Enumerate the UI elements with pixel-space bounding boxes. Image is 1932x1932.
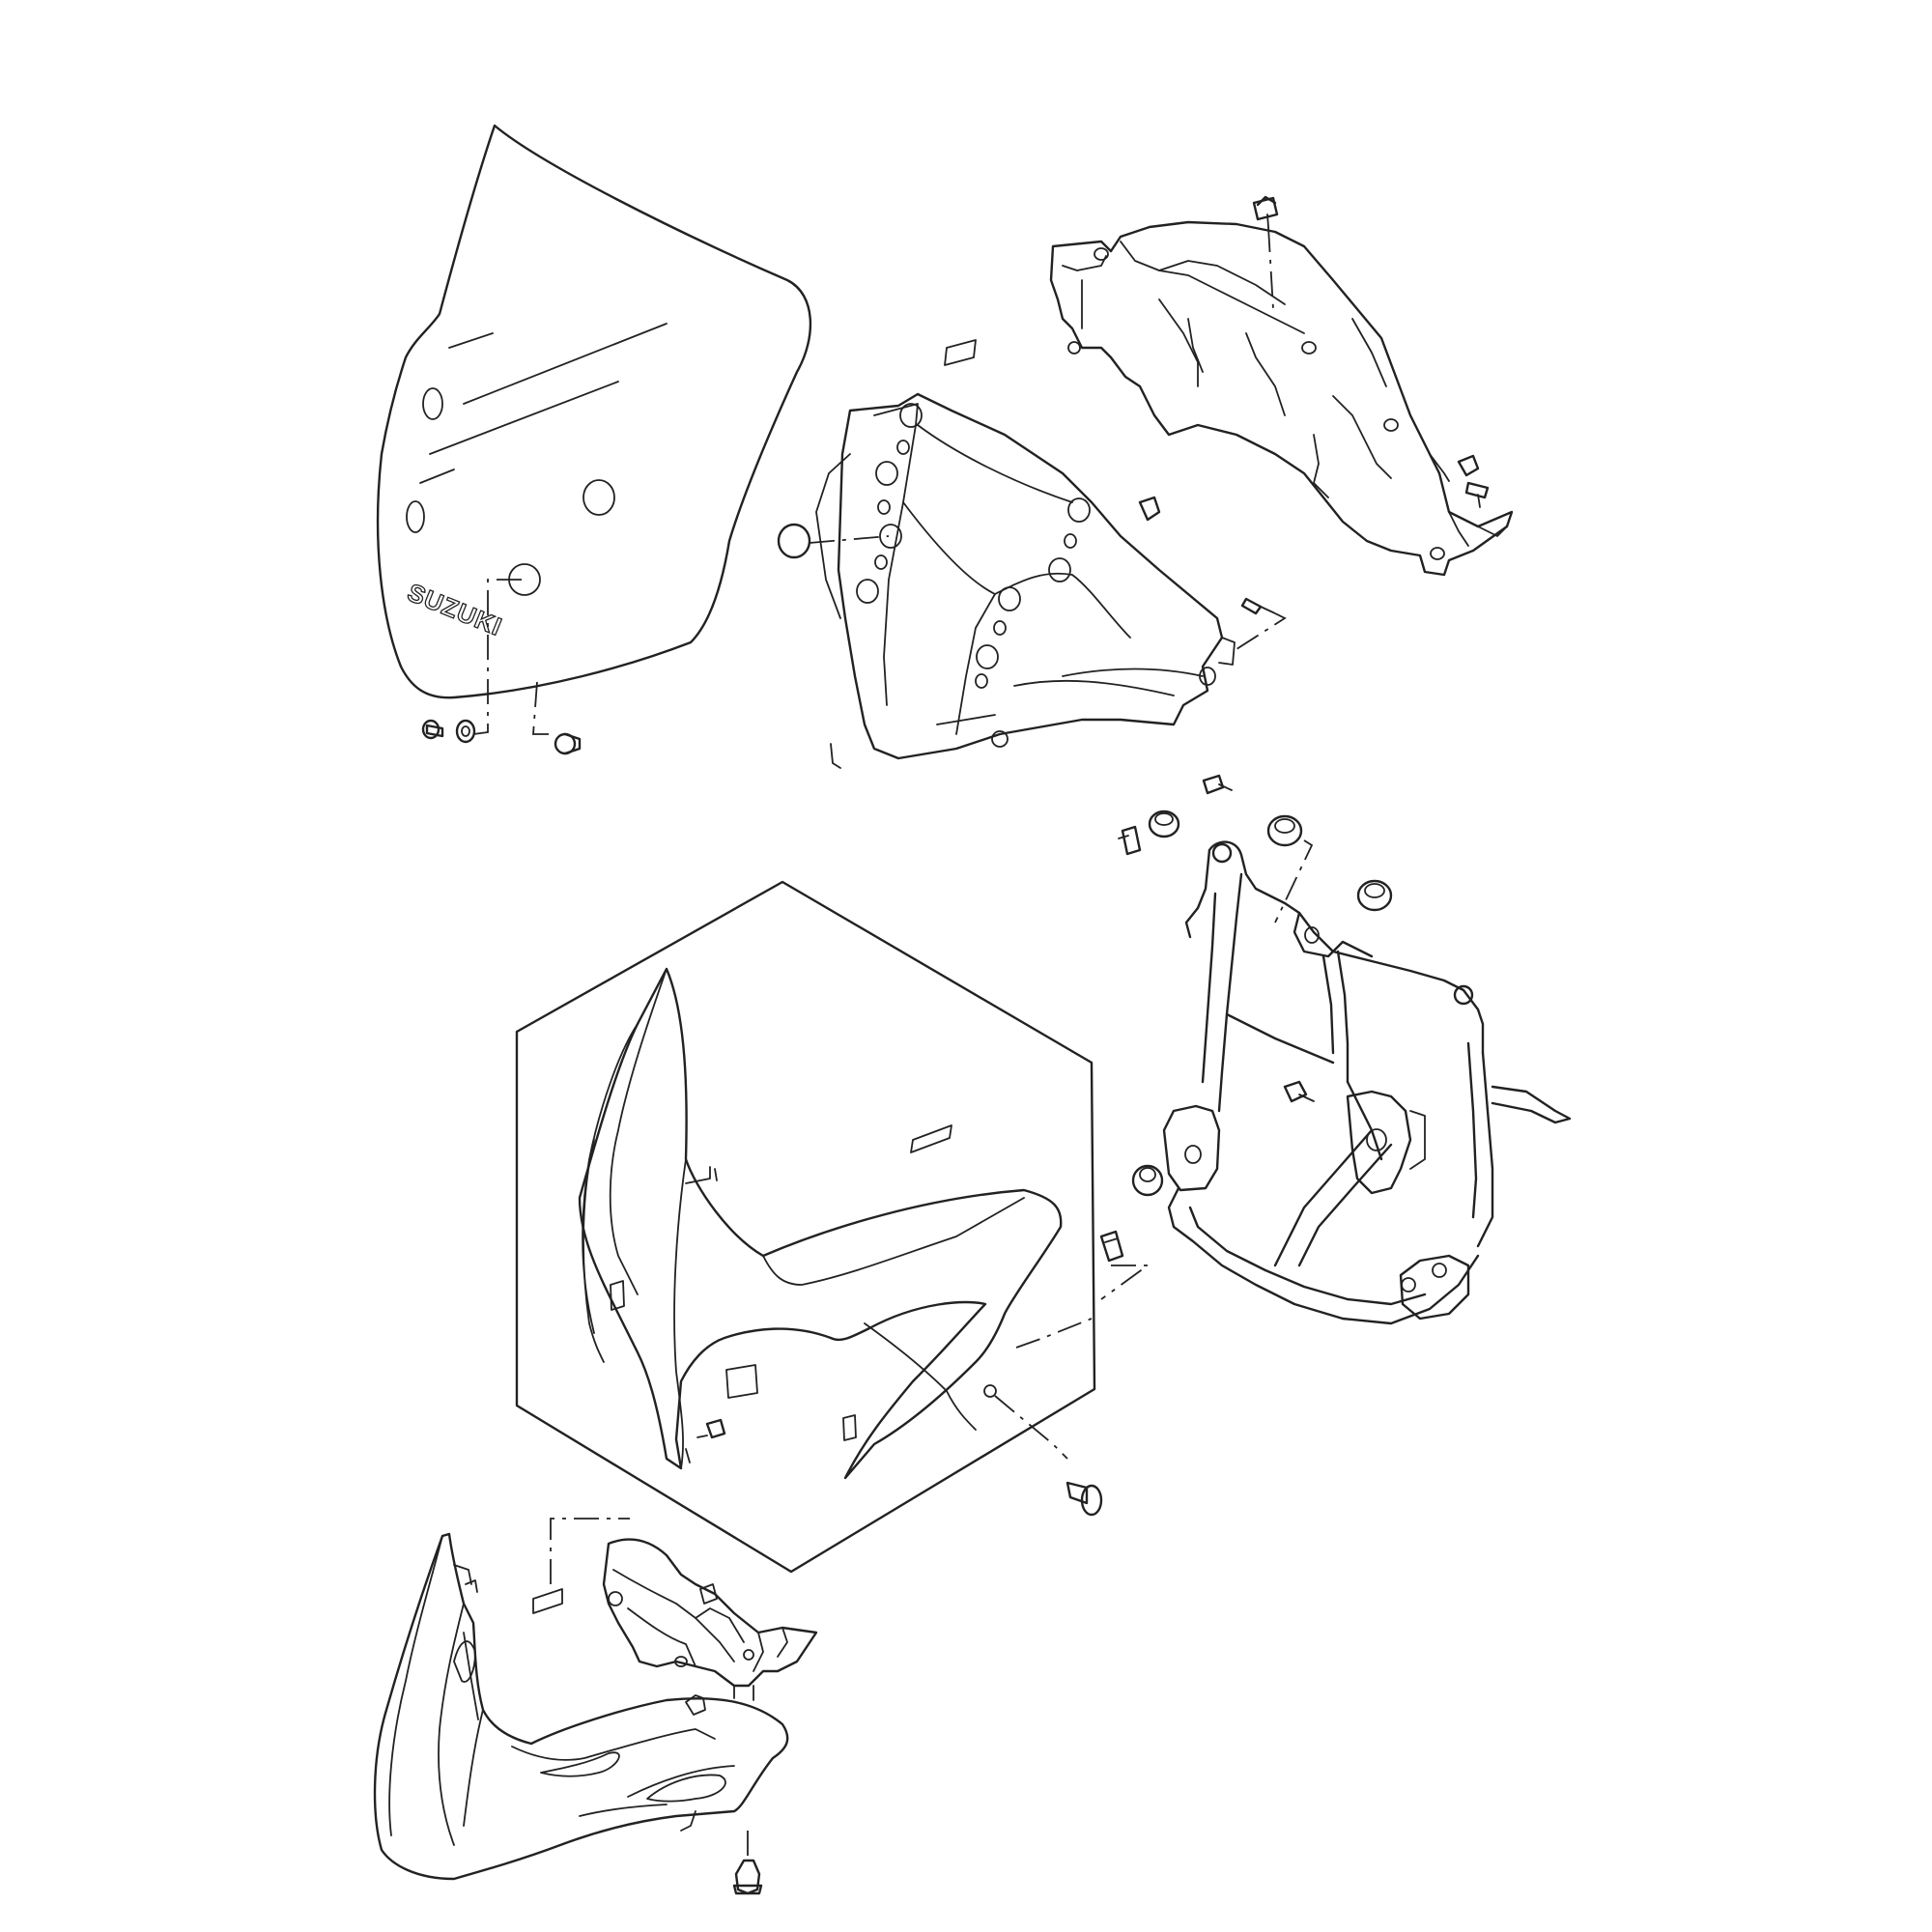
lower-cowl-outer xyxy=(373,1518,789,1895)
screen-nut xyxy=(554,732,582,755)
lower-cowl-inner xyxy=(602,1538,818,1701)
grommet-4 xyxy=(1131,1164,1164,1197)
grommet-1 xyxy=(1148,810,1180,838)
screen-washer xyxy=(455,719,476,744)
push-rivet xyxy=(732,1859,763,1895)
grommet-3 xyxy=(1356,879,1393,912)
headlight-housing xyxy=(1049,195,1514,577)
suzuki-logo: SUZUKI xyxy=(404,578,507,641)
cowl-bolt xyxy=(1065,1481,1103,1517)
cowl-bracket xyxy=(1099,774,1572,1325)
assembly-outline xyxy=(515,880,1096,1574)
screen-bolt xyxy=(421,719,444,740)
grommet-2 xyxy=(1266,814,1303,847)
windscreen: SUZUKI xyxy=(376,124,812,755)
front-cowling-assembly xyxy=(515,880,1103,1574)
inner-cowl xyxy=(777,392,1287,769)
label-pad-top xyxy=(944,339,977,366)
